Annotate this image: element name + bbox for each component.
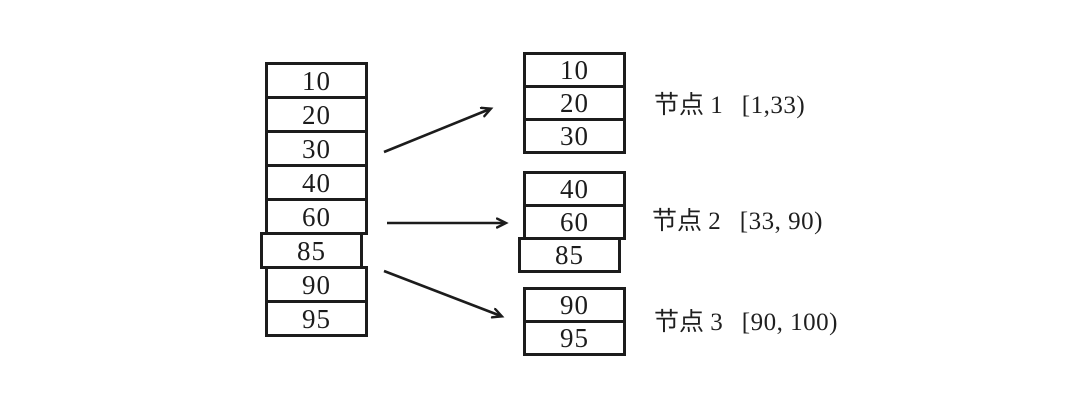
node-3-range: [90, 100) bbox=[741, 309, 838, 336]
node-2-cell: 40 bbox=[523, 171, 626, 207]
node-3-label: 节点 3 [90, 100) bbox=[654, 309, 838, 337]
source-cell: 90 bbox=[265, 266, 368, 303]
arrow-to-node-3-icon bbox=[383, 269, 501, 316]
node-2-label: 节点 2 [33, 90) bbox=[652, 208, 823, 236]
source-cell: 20 bbox=[265, 96, 368, 133]
node-3-cell: 95 bbox=[523, 320, 626, 356]
source-array-stack: 10 20 30 40 60 85 90 95 bbox=[260, 62, 368, 337]
source-cell: 95 bbox=[265, 300, 368, 337]
node-2-stack: 40 60 85 bbox=[518, 171, 626, 273]
node-1-label: 节点 1 [1,33) bbox=[654, 92, 805, 120]
node-1-cell: 10 bbox=[523, 52, 626, 88]
source-cell: 40 bbox=[265, 164, 368, 201]
node-2-range: [33, 90) bbox=[739, 208, 823, 235]
node-1-cell: 30 bbox=[523, 118, 626, 154]
arrow-to-node-1-icon bbox=[383, 109, 490, 154]
node-1-name: 节点 1 bbox=[654, 92, 723, 119]
node-1-cell: 20 bbox=[523, 85, 626, 121]
source-cell: 30 bbox=[265, 130, 368, 167]
node-2-cell: 60 bbox=[523, 204, 626, 240]
node-1-range: [1,33) bbox=[741, 92, 806, 119]
node-2-name: 节点 2 bbox=[652, 208, 721, 235]
node-3-cell: 90 bbox=[523, 287, 626, 323]
node-3-name: 节点 3 bbox=[654, 309, 723, 336]
node-1-stack: 10 20 30 bbox=[523, 52, 626, 154]
node-3-stack: 90 95 bbox=[523, 287, 626, 356]
node-2-cell: 85 bbox=[518, 237, 621, 273]
source-cell: 10 bbox=[265, 62, 368, 99]
source-cell: 85 bbox=[260, 232, 363, 269]
source-cell: 60 bbox=[265, 198, 368, 235]
